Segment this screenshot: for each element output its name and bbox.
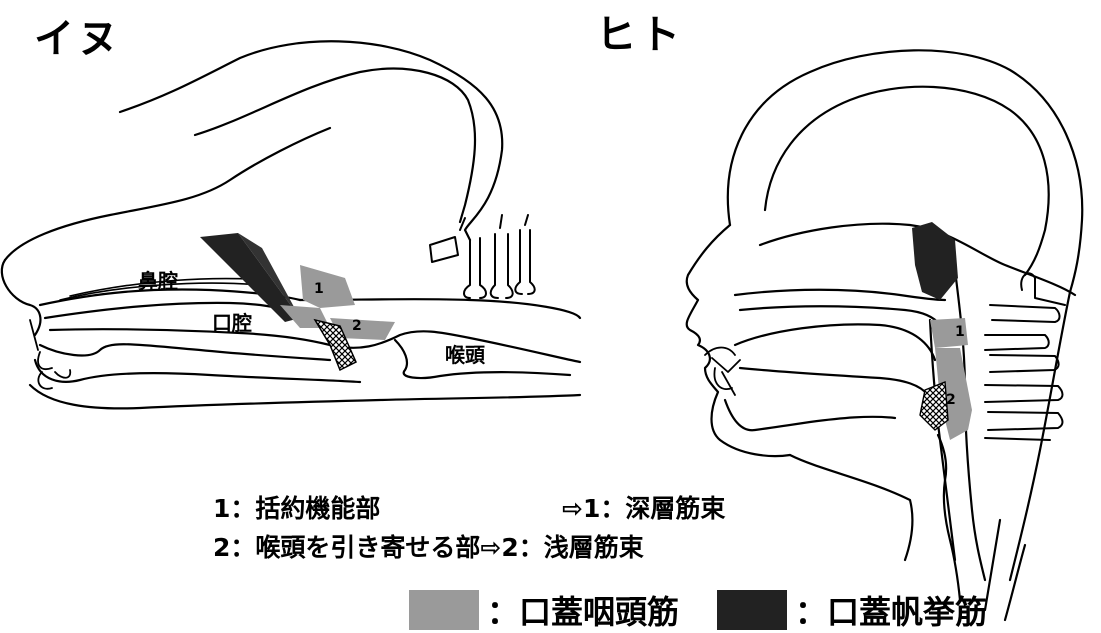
legend-levator-veli-palatini: ：口蓋帆挙筋: [717, 590, 987, 630]
human-palate: [740, 306, 940, 325]
human-tongue: [735, 324, 935, 360]
dog-jaw-bottom: [30, 385, 580, 408]
human-epiglottis-hatch: [920, 382, 948, 430]
dog-snout-top: [5, 128, 330, 260]
human-nasal-floor: [735, 290, 945, 300]
dog-skull-outline: [120, 41, 502, 240]
human-region2-label: 2: [946, 392, 956, 408]
dog-palatopharyngeus-region1: [300, 265, 355, 308]
dog-skull-inner: [195, 69, 475, 222]
human-levator-veli-palatini: [912, 222, 958, 300]
dog-nose: [2, 260, 41, 335]
note-line-1: 1：括約機能部: [213, 489, 380, 525]
dog-region2-label: 2: [352, 318, 362, 334]
legend-palatopharyngeus: ：口蓋咽頭筋: [409, 590, 679, 630]
note-line-2: 2：喉頭を引き寄せる部⇨2：浅層筋束: [213, 528, 644, 564]
note-line-1-right: ⇨1：深層筋束: [562, 489, 725, 525]
dog-tongue: [50, 329, 330, 345]
human-mandible: [725, 400, 895, 430]
dog-vertebrae: [430, 215, 535, 298]
dog-chin: [35, 360, 360, 382]
human-vertebrae: [985, 273, 1065, 440]
human-neck-front: [790, 455, 912, 560]
human-head-diagram: [687, 50, 1083, 620]
human-back-neck: [985, 292, 1070, 620]
dog-head-diagram: [2, 41, 580, 408]
human-skull-inner: [765, 87, 1049, 275]
legend-dark-swatch: [717, 590, 787, 630]
dog-palate-2: [45, 303, 305, 318]
dog-nasal-cavity-label: 鼻腔: [138, 269, 178, 293]
legend-light-label: ：口蓋咽頭筋: [487, 587, 679, 633]
human-region1-label: 1: [955, 324, 965, 340]
dog-lower-jaw: [40, 344, 330, 360]
human-oral-floor: [740, 368, 928, 395]
human-face-profile: [687, 225, 790, 456]
legend-light-swatch: [409, 590, 479, 630]
dog-oral-cavity-label: 口腔: [212, 311, 252, 335]
dog-region1-label: 1: [314, 281, 324, 297]
dog-larynx-label: 喉頭: [445, 343, 486, 367]
legend-dark-label: ：口蓋帆挙筋: [795, 587, 987, 633]
